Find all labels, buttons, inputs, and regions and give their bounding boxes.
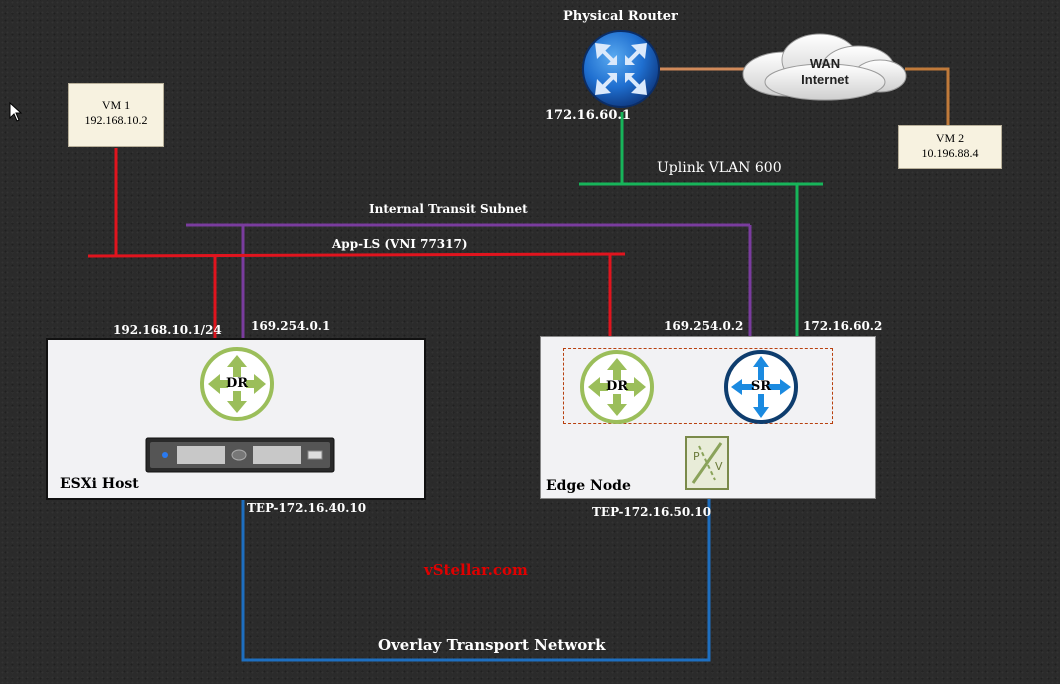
edge-router-group — [563, 348, 833, 424]
edge-sr-label: SR — [750, 379, 772, 394]
dr-arrows-icon — [580, 350, 654, 424]
overlay-label: Overlay Transport Network — [378, 636, 606, 654]
edge-dr-router[interactable]: DR — [577, 350, 657, 424]
wan-vm2-link — [905, 67, 950, 126]
transit-label: Internal Transit Subnet — [369, 202, 528, 216]
vm2-name: VM 2 — [935, 131, 965, 145]
svg-text:P: P — [693, 450, 700, 463]
mouse-cursor-icon — [9, 102, 23, 122]
app-ls-label: App-LS (VNI 77317) — [332, 237, 468, 251]
esxi-dr-label: DR — [225, 376, 249, 391]
router-title: Physical Router — [563, 9, 678, 24]
router-arrows-icon — [582, 30, 660, 108]
wan-label: WAN Internet — [790, 56, 860, 88]
pv-switch-icon: P V — [685, 436, 729, 490]
esxi-host-title: ESXi Host — [60, 476, 139, 492]
edge-transit-ip: 169.254.0.2 — [664, 319, 744, 333]
dr-arrows-icon — [200, 347, 274, 421]
vm1-box[interactable]: VM 1 192.168.10.2 — [68, 83, 164, 147]
esxi-app-ip: 192.168.10.1/24 — [113, 323, 222, 337]
edge-sr-router[interactable]: SR — [721, 350, 801, 424]
vm1-ip: 192.168.10.2 — [84, 113, 148, 127]
esxi-transit-ip: 169.254.0.1 — [251, 319, 331, 333]
router-ip: 172.16.60.1 — [545, 108, 631, 123]
vm2-ip: 10.196.88.4 — [921, 146, 979, 160]
vm2-box[interactable]: VM 2 10.196.88.4 — [898, 125, 1002, 169]
overlay-transport-line — [241, 472, 711, 662]
svg-text:V: V — [715, 460, 723, 473]
sr-arrows-icon — [724, 350, 798, 424]
app-ls-line — [87, 252, 626, 258]
edge-tep: TEP-172.16.50.10 — [592, 505, 712, 519]
server-icon — [145, 437, 335, 473]
esxi-dr-router[interactable]: DR — [197, 347, 277, 421]
esxi-tep: TEP-172.16.40.10 — [247, 501, 367, 515]
edge-dr-label: DR — [605, 379, 629, 394]
wan-line2: Internet — [801, 72, 849, 87]
cloud-icon — [742, 33, 907, 101]
edge-node-title: Edge Node — [546, 478, 631, 494]
uplink-label: Uplink VLAN 600 — [657, 160, 782, 176]
vm1-name: VM 1 — [101, 98, 131, 112]
edge-uplink-ip: 172.16.60.2 — [803, 319, 883, 333]
wan-line1: WAN — [809, 56, 841, 71]
watermark: vStellar.com — [424, 561, 528, 579]
